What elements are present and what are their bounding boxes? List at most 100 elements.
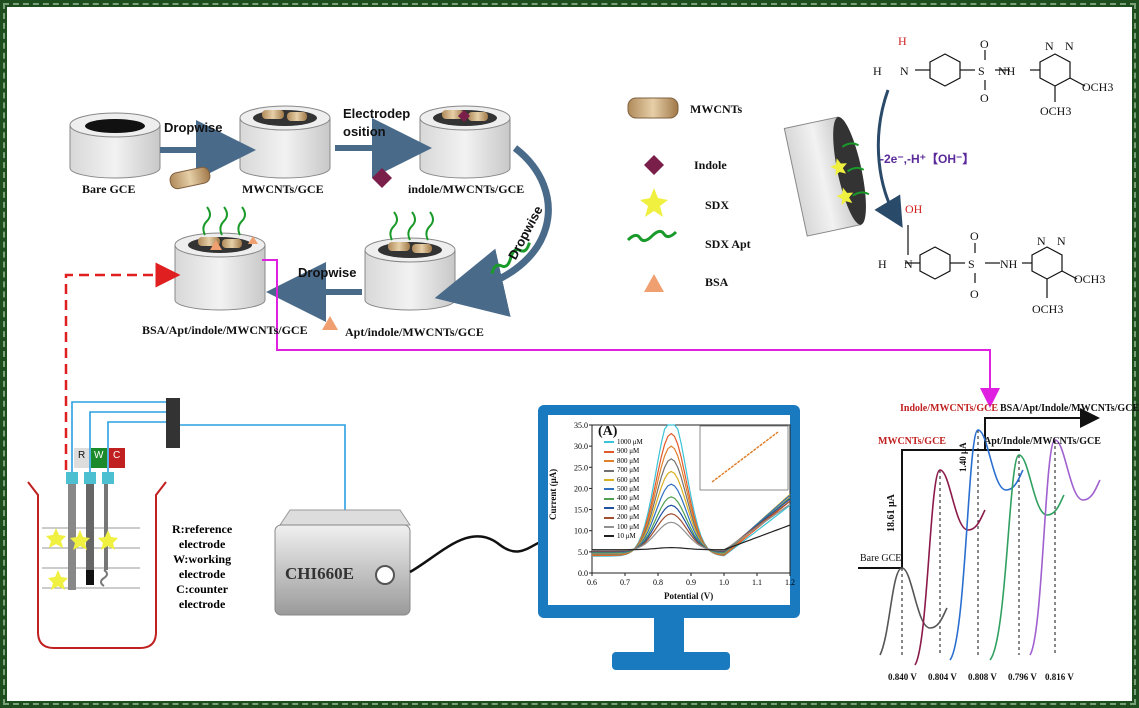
bsa-icon-step4 [322, 316, 338, 330]
svg-text:NH: NH [998, 64, 1016, 78]
chart-b-label-apt: Apt/Indole/MWCNTs/GCE [984, 436, 1101, 447]
electrode-indole-gce [419, 105, 511, 179]
legend-entry: 100 μM [604, 523, 643, 532]
legend-bsa-icon [644, 274, 664, 292]
chi660e-device [274, 509, 411, 616]
och3-bottom-1: OCH3 [1074, 272, 1106, 286]
indole-icon-step2 [372, 168, 392, 188]
chart-a-panel: (A) [598, 424, 618, 439]
y-tick-label: 30.0 [574, 442, 588, 451]
chart-b-annotation-2: 1.40 μA [958, 442, 968, 472]
peak-potential-4: 0.796 V [1008, 672, 1037, 682]
cell-wires [71, 401, 346, 510]
label-apt-gce: Apt/indole/MWCNTs/GCE [345, 325, 484, 339]
peak-potential-1: 0.840 V [888, 672, 917, 682]
svg-text:O: O [970, 287, 979, 301]
legend-entry: 500 μM [604, 485, 643, 494]
x-tick-label: 0.7 [620, 578, 630, 587]
svg-text:NH: NH [1000, 257, 1018, 271]
peak-potential-3: 0.808 V [968, 672, 997, 682]
electrode-apt-gce [364, 211, 456, 311]
cell-label-c: C [113, 450, 121, 461]
desc-line: C:counter [176, 582, 229, 596]
svg-text:N: N [1037, 234, 1046, 248]
chart-b-label-indole: Indole/MWCNTs/GCE [900, 403, 998, 414]
chart-b-annotation-1: 18.61 μA [886, 494, 897, 532]
label-dropwise-1: Dropwise [164, 120, 223, 135]
label-bsa-gce: BSA/Apt/indole/MWCNTs/GCE [142, 323, 308, 337]
series-line [592, 524, 791, 551]
reaction-condition: -2e⁻,-H⁺【OH⁻】 [880, 152, 975, 166]
magenta-connector [262, 259, 1000, 408]
legend-entry: 400 μM [604, 494, 643, 503]
legend-label: 900 μM [617, 447, 640, 456]
svg-text:N: N [1065, 39, 1074, 53]
series-line [914, 469, 986, 666]
connector-block [166, 398, 180, 448]
peak-potential-5: 0.816 V [1045, 672, 1074, 682]
y-tick-label: 10.0 [574, 527, 588, 536]
label-mwcnts-gce: MWCNTs/GCE [242, 182, 324, 196]
reaction-arrow [874, 89, 903, 228]
legend-label: 100 μM [617, 522, 640, 531]
svg-text:H: H [873, 64, 882, 78]
svg-text:H: H [898, 34, 907, 48]
legend-bsa: BSA [705, 275, 729, 289]
legend-label: 700 μM [617, 466, 640, 475]
legend-entry: 1000 μM [604, 438, 643, 447]
legend-label: 10 μM [617, 532, 636, 541]
legend-entry: 800 μM [604, 457, 643, 466]
legend-entry: 900 μM [604, 447, 643, 456]
x-tick-label: 1.1 [752, 578, 762, 587]
desc-line: electrode [178, 567, 226, 581]
legend-indole: Indole [694, 158, 727, 172]
legend-indole-icon [644, 155, 664, 175]
svg-text:OH: OH [905, 202, 923, 216]
chart-b-label-mwcnts: MWCNTs/GCE [878, 436, 946, 447]
svg-text:O: O [980, 91, 989, 105]
legend-label: 200 μM [617, 513, 640, 522]
svg-text:S: S [968, 257, 975, 271]
y-tick-label: 20.0 [574, 484, 588, 493]
electrode-mwcnts-gce [239, 105, 331, 179]
legend-label: 300 μM [617, 503, 640, 512]
x-tick-label: 1.0 [719, 578, 729, 587]
cell-label-r: R [78, 450, 86, 461]
x-tick-label: 0.9 [686, 578, 696, 587]
chart-b [858, 408, 1101, 666]
legend-sdx: SDX [705, 198, 730, 212]
och3-top-1: OCH3 [1082, 80, 1114, 94]
electrochemical-cell [27, 448, 167, 649]
legend-sdx-icon [640, 188, 668, 217]
desc-line: W:working [173, 552, 232, 566]
x-tick-label: 1.2 [785, 578, 795, 587]
y-tick-label: 0.0 [578, 569, 588, 578]
legend-apt-icon [626, 229, 678, 243]
cell-description: R:reference electrode W:working electrod… [172, 522, 232, 612]
label-electrodep-2: osition [343, 124, 386, 139]
reaction-scheme [905, 50, 1086, 298]
desc-line: R:reference [172, 522, 233, 536]
legend-label: 1000 μM [617, 438, 643, 446]
legend-mwcnts: MWCNTs [690, 102, 743, 116]
legend-label: 600 μM [617, 475, 640, 484]
y-tick-label: 35.0 [574, 421, 588, 430]
legend-label: 800 μM [617, 456, 640, 465]
legend-sdx-apt: SDX Apt [705, 237, 751, 251]
label-bare-gce: Bare GCE [82, 182, 136, 196]
legend-entry: 200 μM [604, 513, 643, 522]
legend-mwcnts-icon [627, 97, 679, 119]
label-electrodep-1: Electrodep [343, 106, 411, 121]
chart-a-ylabel: Current (μA) [548, 468, 558, 520]
chart-a-xlabel: Potential (V) [664, 591, 714, 601]
y-tick-label: 25.0 [574, 463, 588, 472]
svg-text:N: N [900, 64, 909, 78]
y-tick-label: 15.0 [574, 506, 588, 515]
inset-plot [699, 425, 789, 491]
svg-text:N: N [1057, 234, 1066, 248]
chart-b-label-bsa: BSA/Apt/Indole/MWCNTs/GCE [1000, 403, 1139, 414]
svg-text:S: S [978, 64, 985, 78]
